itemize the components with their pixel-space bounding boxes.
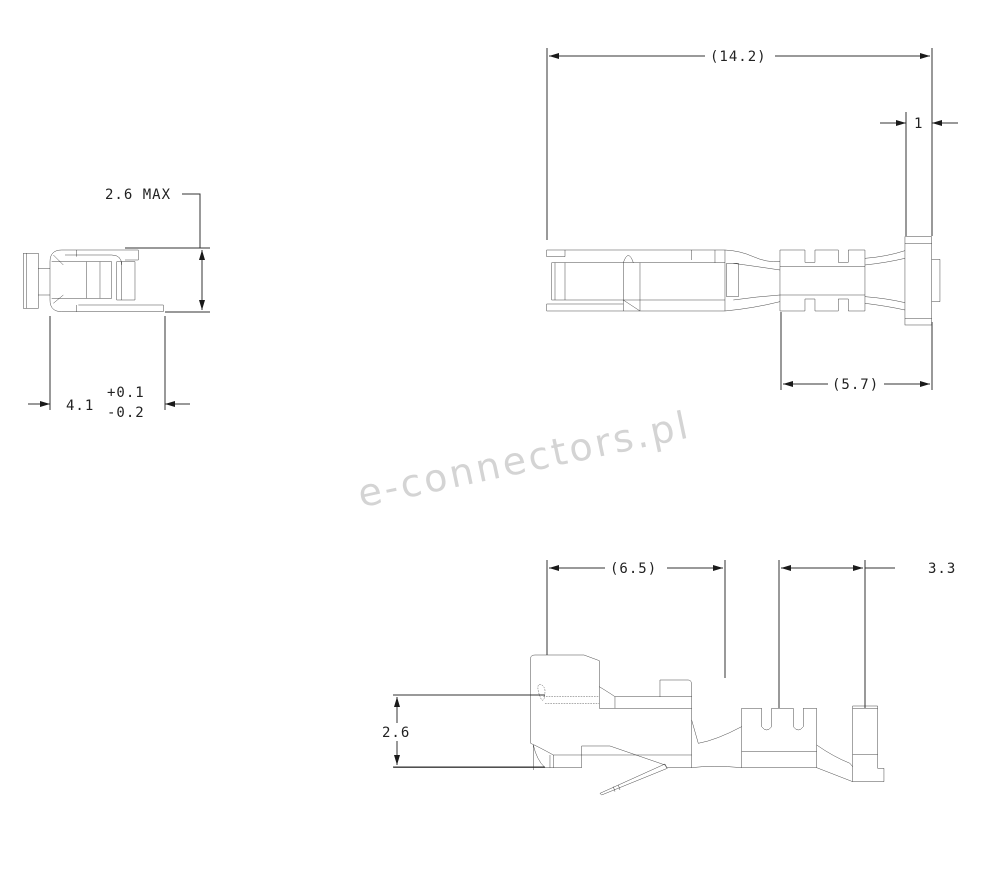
dim-width: 4.1 (66, 398, 94, 414)
dimension-4.1: 4.1 +0.1 -0.2 (28, 316, 190, 421)
dim-height-max: 2.6 MAX (105, 187, 171, 203)
dimension-3.3: 3.3 (778, 560, 956, 708)
dimension-2.6: 2.6 (380, 694, 545, 768)
side-view (393, 654, 885, 796)
dim-crimp-to-end: (5.7) (832, 377, 879, 393)
dimension-14.2: (14.2) (546, 48, 933, 240)
watermark: e-connectors.pl (354, 403, 695, 517)
dim-flange: 1 (914, 116, 923, 132)
dimension-5.7: (5.7) (780, 312, 933, 393)
dim-contact-length: (6.5) (610, 561, 657, 577)
top-view (546, 236, 941, 326)
dimension-6.5: (6.5) (546, 560, 726, 678)
dim-height: 2.6 (382, 725, 410, 741)
dim-tol-plus: +0.1 (107, 385, 145, 401)
dim-tol-minus: -0.2 (107, 405, 145, 421)
dim-overall-length: (14.2) (710, 49, 767, 65)
dimension-2.6-max: 2.6 MAX (105, 187, 210, 313)
end-view (23, 249, 164, 312)
dimension-1: 1 (880, 112, 958, 236)
dim-crimp-length: 3.3 (928, 561, 956, 577)
